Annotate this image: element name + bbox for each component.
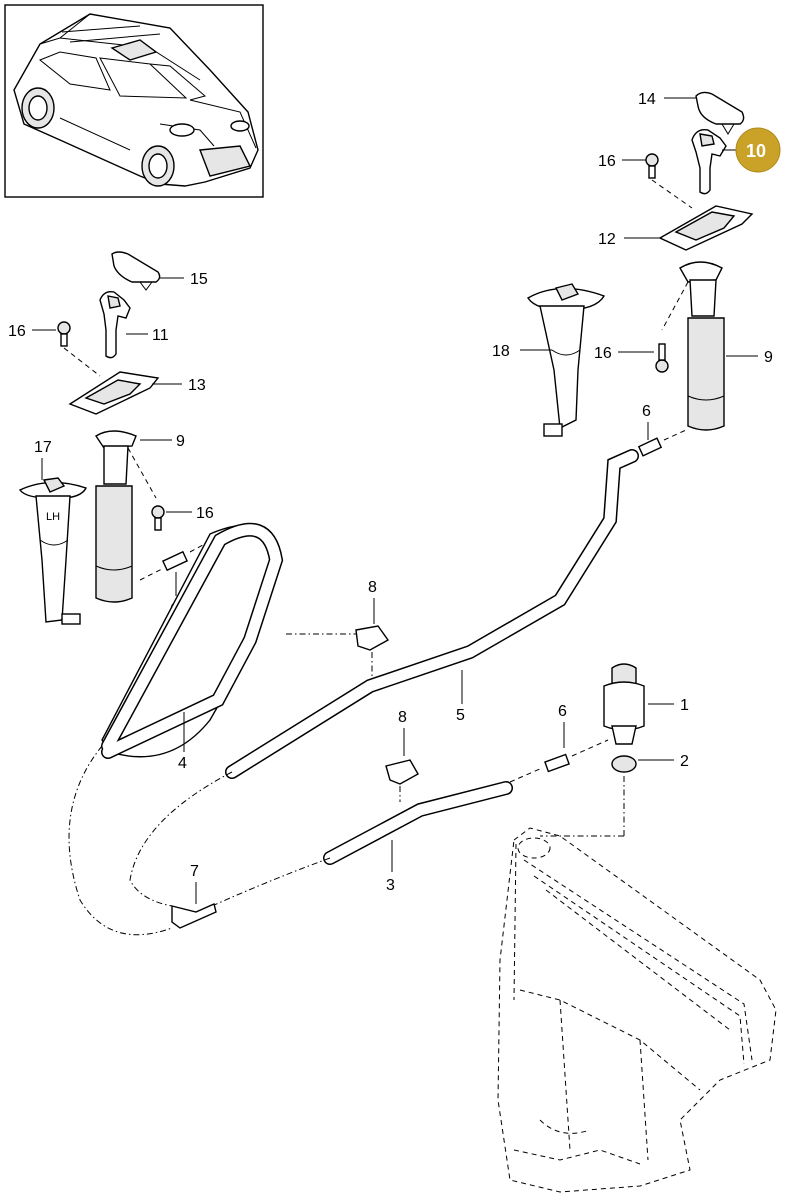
reservoir-icon <box>497 827 777 1193</box>
callout-8-a: 8 <box>368 579 377 596</box>
telescopic-cylinder-part-9-left[interactable]: 9 <box>95 430 185 603</box>
callout-2: 2 <box>680 753 689 770</box>
callout-16-c: 16 <box>598 153 616 170</box>
callout-7: 7 <box>190 863 199 880</box>
nozzle-cap-part-14[interactable]: 14 <box>638 91 745 135</box>
car-overview-icon <box>4 4 264 198</box>
hose-route-right <box>211 857 331 907</box>
callout-16-a: 16 <box>8 323 26 340</box>
callout-13: 13 <box>188 377 206 394</box>
callout-9-b: 9 <box>764 349 773 366</box>
clip-icon[interactable]: 8 <box>286 579 390 684</box>
hose-part-3[interactable]: 3 <box>323 781 513 894</box>
pump-icon[interactable]: 1 <box>603 663 689 745</box>
bracket-part-18-rh[interactable]: 18 <box>492 283 606 437</box>
callout-8-b: 8 <box>398 709 407 726</box>
callout-14: 14 <box>638 91 656 108</box>
y-connector-part-7[interactable]: 7 <box>171 863 217 929</box>
callout-16-b: 16 <box>196 505 214 522</box>
washer-nozzle-icon[interactable]: 11 <box>99 290 169 359</box>
callout-5: 5 <box>456 707 465 724</box>
bolt-part-16-right-mid[interactable]: 16 <box>594 343 669 373</box>
connector-part-6-lower[interactable]: 6 <box>509 703 609 783</box>
bolt-part-16-left-mid[interactable]: 16 <box>151 505 214 531</box>
bolt-part-16-right-top[interactable]: 16 <box>598 153 693 209</box>
callout-17: 17 <box>34 439 52 456</box>
callout-9-a: 9 <box>176 433 185 450</box>
telescopic-cylinder-part-9-right[interactable]: 9 <box>661 261 773 431</box>
callout-4: 4 <box>178 755 187 772</box>
callout-15: 15 <box>190 271 208 288</box>
clip-part-8-lower[interactable]: 8 <box>385 709 419 802</box>
callout-16-d: 16 <box>594 345 612 362</box>
highlight-badge[interactable] <box>735 127 781 173</box>
nozzle-seal-part-12[interactable]: 12 <box>598 205 754 251</box>
nozzle-seal-part-13[interactable]: 13 <box>68 371 206 415</box>
nozzle-cap-part-15[interactable]: 15 <box>111 251 208 291</box>
hose-route-left <box>68 745 173 936</box>
highlight-badge-label: 10 <box>746 141 766 161</box>
callout-6-c: 6 <box>558 703 567 720</box>
bracket-part-17-lh[interactable]: 17 LH <box>18 439 87 625</box>
nozzle-part-10-highlighted[interactable]: 10 <box>691 127 781 195</box>
hose-icon[interactable]: 4 <box>101 522 284 772</box>
callout-6-b: 6 <box>642 403 651 420</box>
connector-part-6-right[interactable]: 6 <box>637 403 687 457</box>
hose-route-center <box>129 771 233 907</box>
bolt-part-16-left-top[interactable]: 16 <box>8 321 101 377</box>
hose-part-5[interactable]: 5 <box>225 449 639 779</box>
callout-1: 1 <box>680 697 689 714</box>
callout-12: 12 <box>598 231 616 248</box>
callout-3: 3 <box>386 877 395 894</box>
callout-11: 11 <box>152 327 169 344</box>
callout-18: 18 <box>492 343 510 360</box>
side-marking: LH <box>46 511 60 523</box>
grommet-part-2[interactable]: 2 <box>540 753 689 837</box>
